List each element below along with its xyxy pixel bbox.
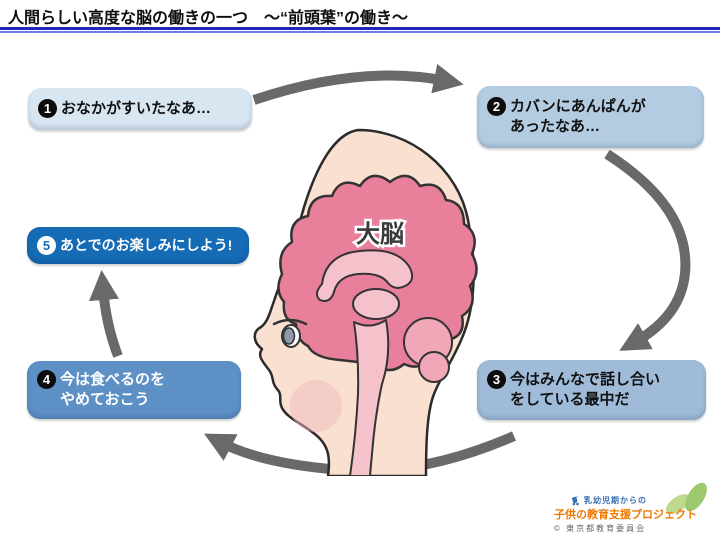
copyright: © 東京都教育委員会	[554, 524, 647, 533]
eye-iris	[282, 327, 296, 345]
brain-inner-swirl	[316, 249, 414, 302]
head-brain-illustration: 大脳	[253, 128, 478, 476]
project-tagline: 乳幼児期からの	[584, 496, 647, 505]
step-text: やめておこう	[60, 390, 150, 408]
cheek-blush	[290, 380, 342, 432]
stroller-icon	[571, 495, 580, 506]
arrow-step1-to-step2-icon	[252, 63, 464, 105]
arrow-step2-to-step3-icon	[604, 149, 691, 351]
step-box-2: 2 カバンにあんぱんが あったなあ…	[477, 86, 704, 148]
step-number-badge: 3	[487, 370, 506, 390]
brain-stem	[349, 319, 390, 476]
leaf-icon	[665, 482, 707, 514]
step-box-5: 5 あとでのお楽しみにしよう!	[27, 227, 249, 264]
brain-label: 大脳	[356, 221, 404, 248]
step-text: あとでのお楽しみにしよう!	[60, 236, 233, 253]
eyelash-line	[272, 318, 308, 326]
step-text: 今は食べるのを	[60, 370, 166, 388]
page-title: 人間らしい高度な脳の働きの一つ ～“前頭葉”の働き～	[8, 10, 409, 27]
step-number-badge: 1	[38, 98, 57, 118]
step-box-4: 4 今は食べるのを やめておこう	[27, 361, 241, 419]
step-text: をしている最中だ	[510, 390, 630, 408]
project-name: 子供の教育支援プロジェクト	[554, 509, 697, 521]
step-number-badge: 5	[37, 235, 56, 255]
step-text: 今はみんなで話し合い	[510, 370, 661, 388]
brain-cerebellum-lobe	[418, 351, 450, 383]
step-text: あったなあ…	[510, 117, 601, 135]
project-logo: 乳幼児期からの 子供の教育支援プロジェクト © 東京都教育委員会	[554, 482, 714, 534]
step-text: カバンにあんぱんが	[510, 97, 646, 115]
step-text: おなかがすいたなあ…	[61, 99, 212, 117]
arrow-step4-to-step5-icon	[89, 270, 123, 358]
step-number-badge: 2	[487, 97, 506, 117]
step-number-badge: 4	[37, 370, 56, 390]
brain-thalamus	[352, 288, 400, 320]
step-box-1: 1 おなかがすいたなあ…	[28, 88, 252, 130]
step-box-3: 3 今はみんなで話し合い をしている最中だ	[477, 360, 706, 420]
title-divider	[0, 27, 720, 33]
